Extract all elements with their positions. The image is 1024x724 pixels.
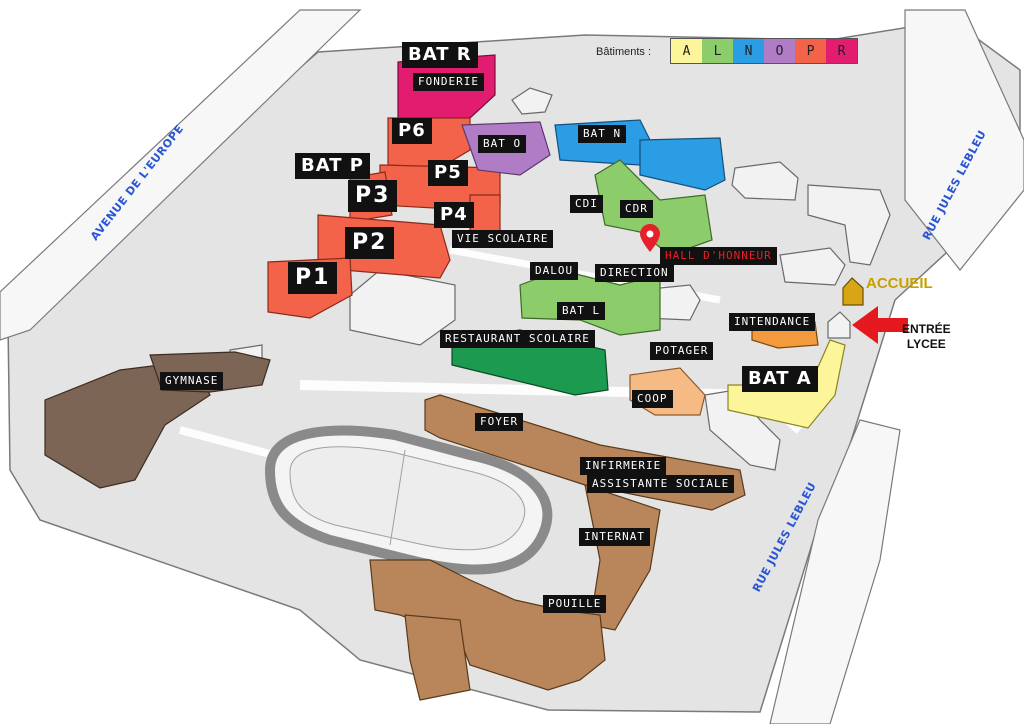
label-p4: P4 xyxy=(434,202,474,228)
label-gymnase: GYMNASE xyxy=(160,372,224,390)
label-internat: INTERNAT xyxy=(579,528,650,546)
legend-swatch-p: P xyxy=(795,39,826,63)
label-p6: P6 xyxy=(392,118,432,144)
gray-building xyxy=(511,87,553,115)
label-dalou: DALOU xyxy=(530,262,579,280)
label-bat-r: BAT R xyxy=(402,42,478,68)
label-pouille: POUILLE xyxy=(543,595,607,613)
label-p1: P1 xyxy=(288,262,338,294)
label-entree-lycee: ENTRÉE LYCEE xyxy=(902,322,951,352)
building-accueil xyxy=(842,277,864,306)
label-p5: P5 xyxy=(428,160,468,186)
building-internat-wing xyxy=(584,484,661,631)
label-potager: POTAGER xyxy=(650,342,714,360)
rue-road-bottom xyxy=(769,419,901,724)
map-pin-icon xyxy=(640,224,660,252)
legend-title: Bâtiments : xyxy=(596,46,652,58)
legend-swatch-r: R xyxy=(826,39,857,63)
label-fonderie: FONDERIE xyxy=(413,73,484,91)
label-bat-l: BAT L xyxy=(557,302,606,320)
building-bat-l-north xyxy=(594,159,713,256)
label-bat-a: BAT A xyxy=(742,366,818,392)
label-p2: P2 xyxy=(345,227,395,259)
label-restaurant-scolaire: RESTAURANT SCOLAIRE xyxy=(440,330,595,348)
label-assistante-sociale: ASSISTANTE SOCIALE xyxy=(587,475,735,493)
rue-road-top xyxy=(904,9,1024,271)
label-direction: DIRECTION xyxy=(595,264,674,282)
building-pouille-south xyxy=(404,614,471,701)
legend-swatch-o: O xyxy=(764,39,795,63)
building-legend: A L N O P R xyxy=(670,38,858,64)
gray-building xyxy=(731,161,799,201)
gray-building xyxy=(807,184,891,266)
label-accueil: ACCUEIL xyxy=(866,275,933,292)
label-p3: P3 xyxy=(348,180,398,212)
label-entree-line2: LYCEE xyxy=(906,337,946,351)
gray-building xyxy=(779,247,846,286)
track-field-line xyxy=(389,449,406,546)
label-bat-o: BAT O xyxy=(478,135,527,153)
legend-swatch-l: L xyxy=(702,39,733,63)
label-cdr: CDR xyxy=(620,200,653,218)
label-bat-p: BAT P xyxy=(295,153,370,179)
label-cdi: CDI xyxy=(570,195,603,213)
avenue-road xyxy=(0,9,362,341)
label-bat-n: BAT N xyxy=(578,125,627,143)
label-foyer: FOYER xyxy=(475,413,524,431)
label-entree-line1: ENTRÉE xyxy=(902,322,951,336)
legend-swatch-n: N xyxy=(733,39,764,63)
label-hall-d-honneur: HALL D'HONNEUR xyxy=(660,247,777,265)
label-vie-scolaire: VIE SCOLAIRE xyxy=(452,230,554,248)
entrance-gatehouse xyxy=(827,311,851,339)
label-intendance: INTENDANCE xyxy=(729,313,816,331)
building-bat-p-p4 xyxy=(469,194,501,236)
legend-swatch-a: A xyxy=(671,39,702,63)
label-coop: COOP xyxy=(632,390,673,408)
entrance-arrow-icon xyxy=(852,306,908,344)
track-field xyxy=(289,446,526,551)
label-infirmerie: INFIRMERIE xyxy=(580,457,667,475)
building-bat-n-east xyxy=(639,137,726,191)
